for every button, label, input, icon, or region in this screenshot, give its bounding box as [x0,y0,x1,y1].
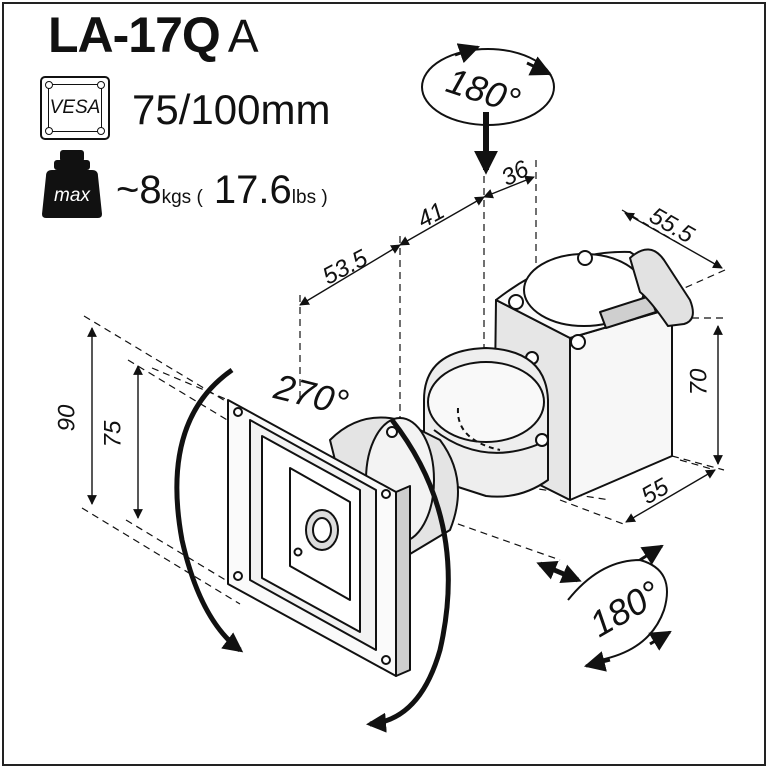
vesa-icon-label: VESA [49,97,101,118]
vesa-hole-icon [45,127,53,135]
dimension-lines [87,175,723,523]
vesa-icon: VESA [40,76,110,140]
dimension-90-label: 90 [53,404,81,432]
bottom-rotation-arrow-icon [536,544,672,672]
vesa-plate [151,367,411,677]
max-weight: ~8kgs ( 17.6lbs ) [116,168,328,213]
model-name: LA-17Q [48,7,221,63]
weight-kg-unit: kgs ( [161,187,203,208]
vesa-hole-icon [97,81,105,89]
weight-icon: max [42,150,102,218]
vesa-hole-icon [97,127,105,135]
tilt-rotation-arrow-icon [174,367,451,733]
dimension-75-label: 75 [99,420,127,448]
weight-lbs-unit: lbs ) [291,187,328,208]
vesa-size: 75/100mm [132,86,331,133]
vesa-icon-plate [48,84,102,132]
top-rotation-arrow-icon [421,43,555,175]
dimension-70-label: 70 [685,368,713,396]
weight-icon-label: max [54,185,91,206]
weight-kg-value: ~8 [116,168,162,212]
weight-lbs-value: 17.6 [213,168,292,212]
model-suffix: A [227,10,259,62]
vesa-hole-icon [45,81,53,89]
